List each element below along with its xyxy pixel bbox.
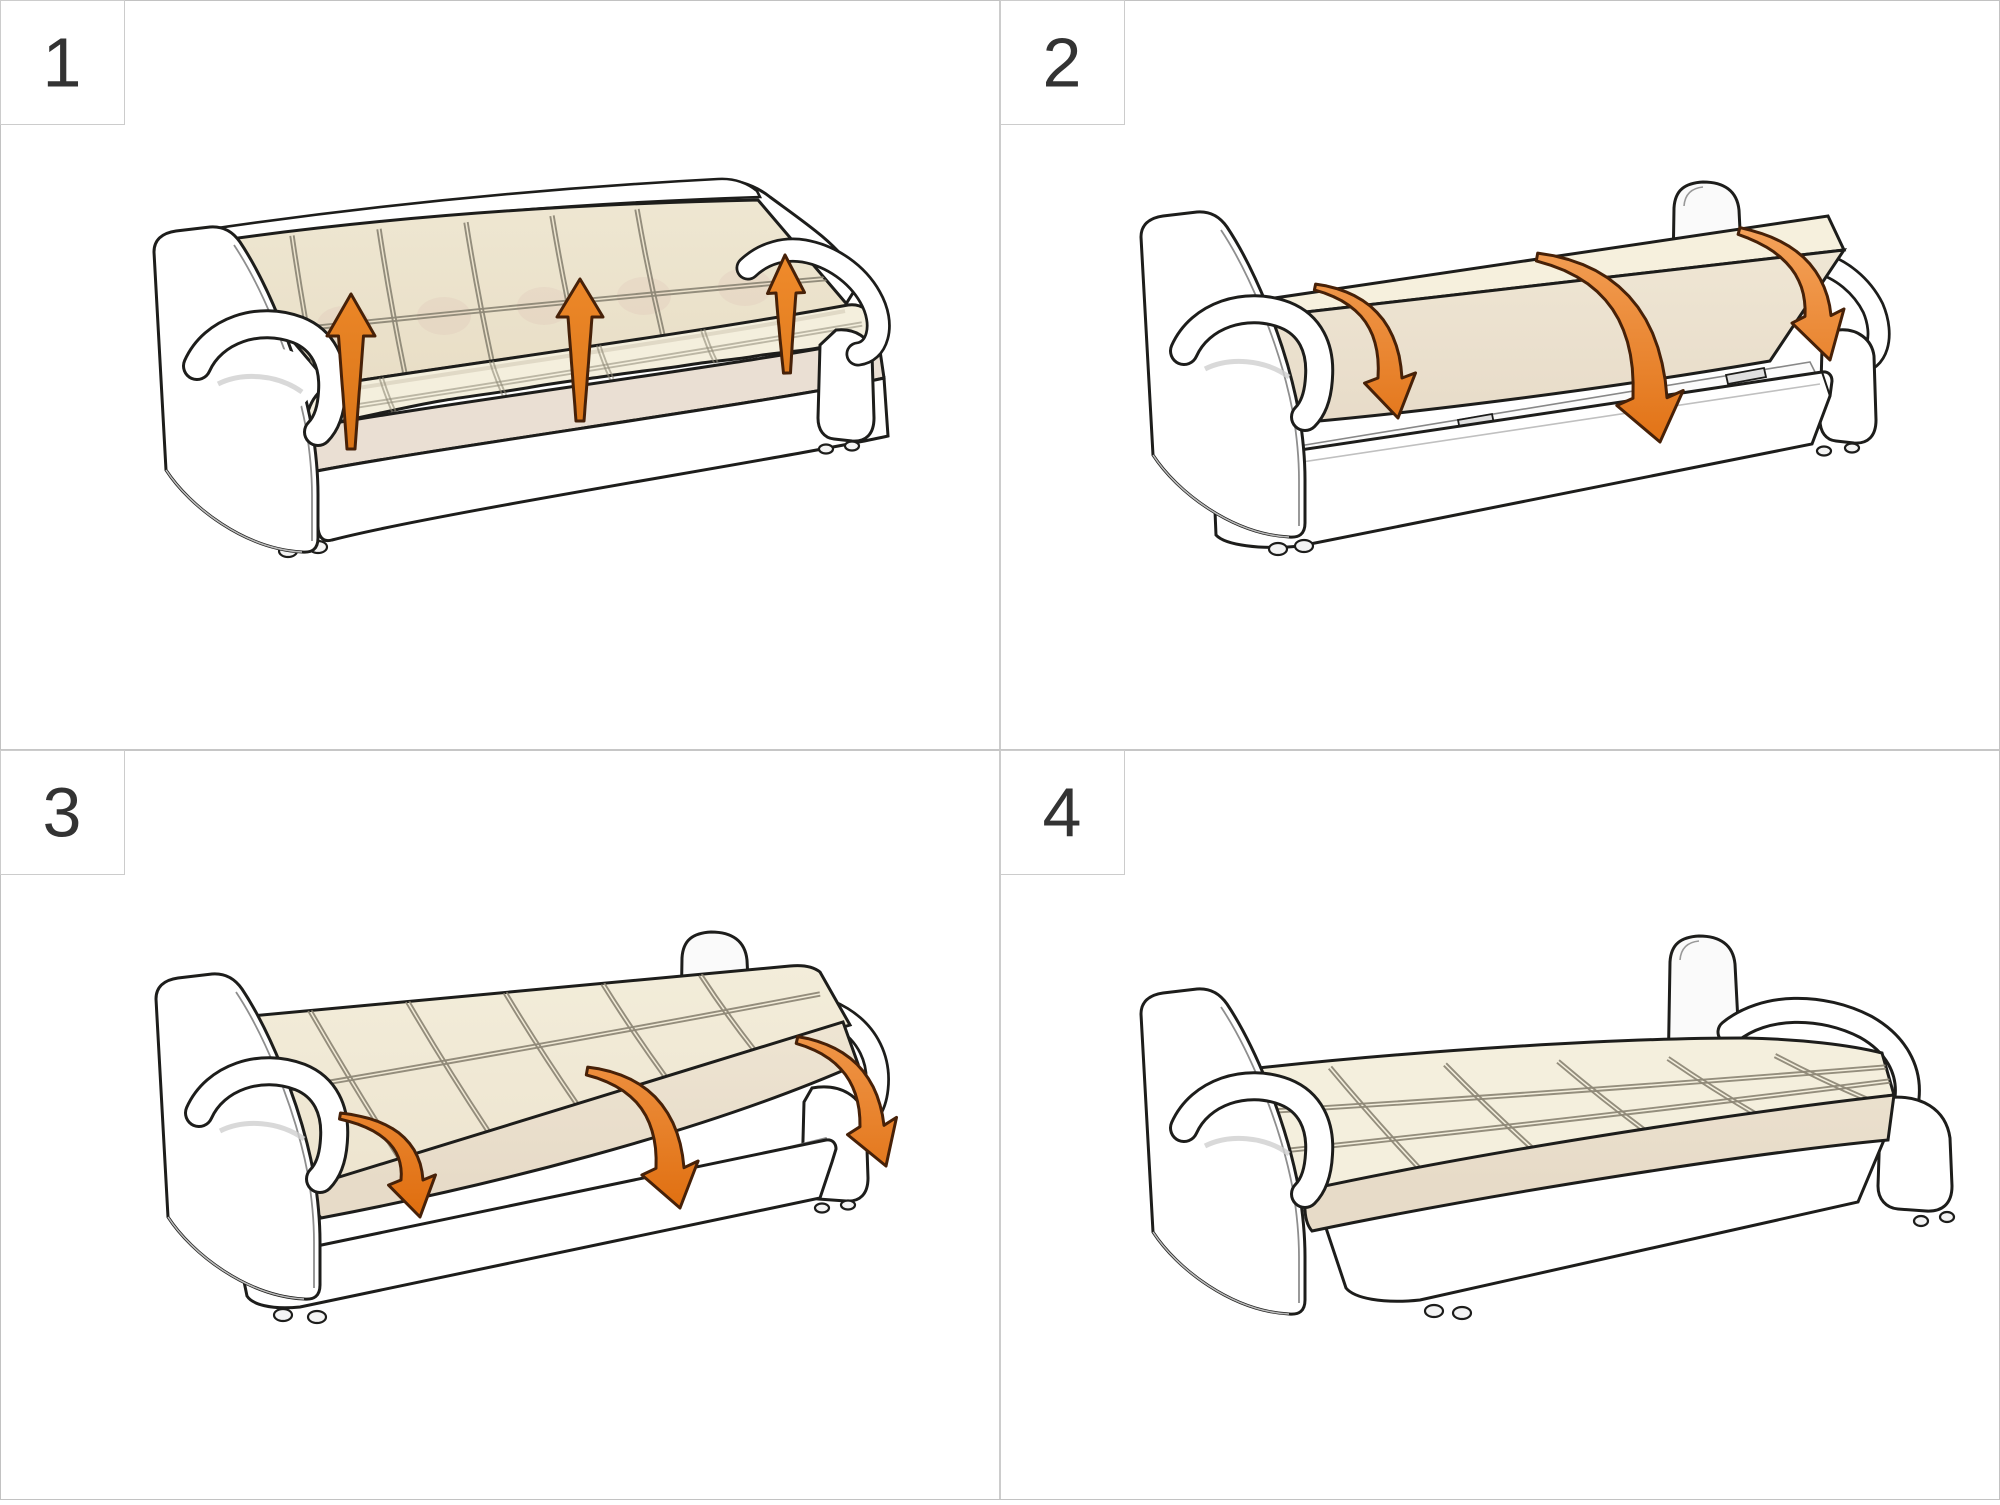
svg-text:4: 4 [1043,774,1082,852]
svg-text:3: 3 [43,774,82,852]
svg-text:1: 1 [43,24,82,102]
svg-text:2: 2 [1043,24,1082,102]
